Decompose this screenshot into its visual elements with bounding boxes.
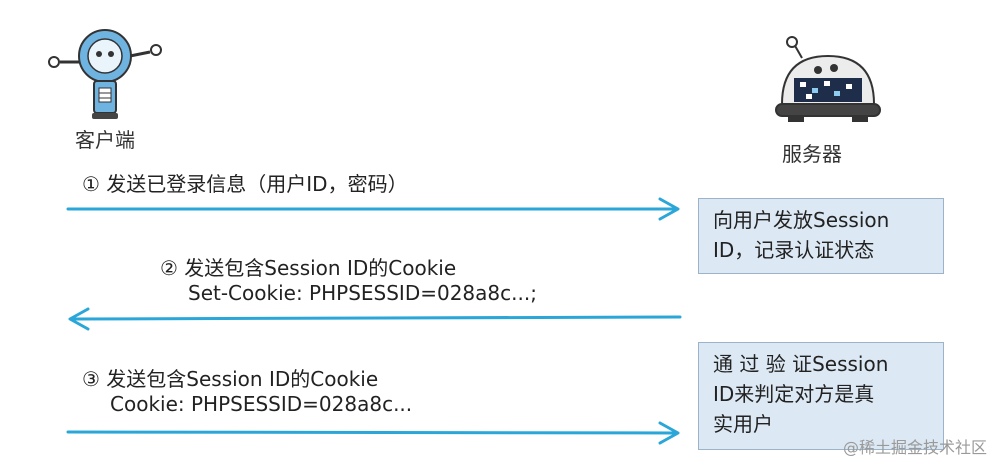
client-actor: [40, 26, 170, 126]
client-robot-icon: [48, 29, 162, 119]
step-2-header: Set-Cookie: PHPSESSID=028a8c...;: [188, 281, 537, 305]
watermark: @稀土掘金技术社区: [842, 438, 987, 457]
note-1-line-1: 向用户发放Session: [713, 208, 890, 232]
step-2-label: ② 发送包含Session ID的Cookie: [160, 256, 457, 280]
note-2-line-1: 通 过 验 证Session: [713, 352, 889, 376]
step-1-label: ① 发送已登录信息（用户ID，密码）: [82, 172, 408, 196]
step-3-label: ③ 发送包含Session ID的Cookie: [82, 367, 379, 391]
step-2-arrow: [68, 307, 682, 331]
step-1-arrow: [66, 197, 680, 221]
note-2-line-3: 实用户: [713, 412, 773, 436]
server-robot-icon: [775, 36, 881, 122]
step-3-header: Cookie: PHPSESSID=028a8c...: [110, 392, 413, 416]
note-1-line-2: ID，记录认证状态: [713, 238, 875, 262]
step-3-arrow: [66, 421, 680, 445]
server-note-issue-session: 向用户发放Session ID，记录认证状态: [698, 198, 944, 274]
note-2-line-2: ID来判定对方是真: [713, 382, 875, 406]
server-label: 服务器: [782, 142, 842, 166]
client-label: 客户端: [75, 128, 135, 152]
server-actor: [772, 34, 884, 130]
server-note-verify-session: 通 过 验 证Session ID来判定对方是真 实用户: [698, 342, 944, 450]
